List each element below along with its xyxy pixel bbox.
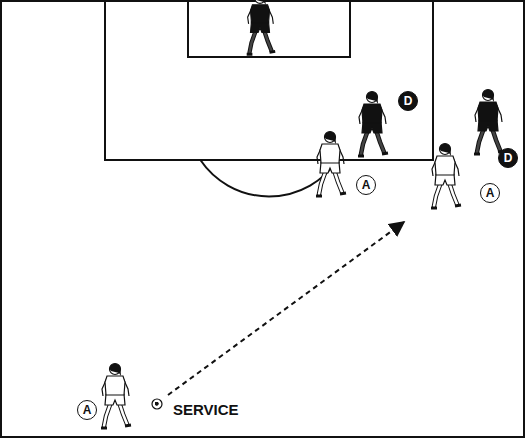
attacker-marker: A (356, 175, 376, 195)
marker-letter: A (83, 404, 92, 416)
penalty-area (105, 0, 433, 160)
attacker-marker: A (480, 183, 500, 203)
player-figure (316, 132, 346, 197)
pass-arrow (168, 222, 404, 395)
player-figure (101, 364, 131, 429)
defender-marker: D (498, 148, 518, 168)
attacker-marker: A (77, 400, 97, 420)
player-figure (474, 90, 504, 155)
marker-letter: D (404, 95, 413, 107)
service-label: SERVICE (173, 401, 239, 418)
ball (152, 399, 162, 409)
defender-marker: D (398, 91, 418, 111)
marker-letter: A (486, 187, 495, 199)
penalty-arc (200, 160, 337, 196)
marker-letter: D (504, 152, 513, 164)
player-figure (358, 92, 388, 157)
player-figure (247, 0, 276, 54)
player-figure (431, 144, 461, 209)
marker-letter: A (362, 179, 371, 191)
goal-area (188, 0, 350, 57)
